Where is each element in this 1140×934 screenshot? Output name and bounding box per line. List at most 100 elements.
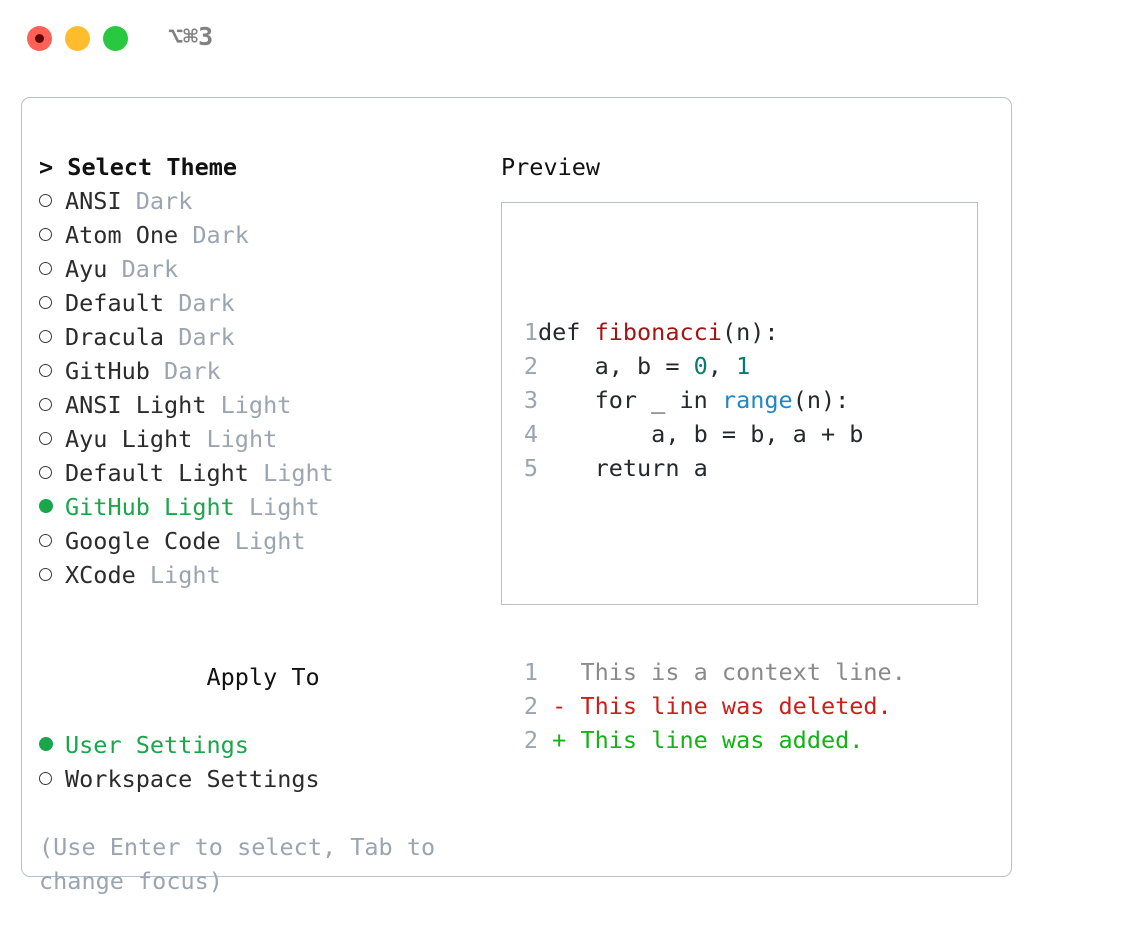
diff-block: 1 This is a context line.2 - This line w… [516, 655, 906, 757]
radio-unselected-icon [39, 762, 65, 796]
theme-option-label: XCode [65, 561, 136, 589]
radio-unselected-icon [39, 252, 65, 286]
code-blank-line [516, 553, 906, 587]
radio-dot [39, 296, 52, 309]
theme-option-variant: Light [206, 425, 278, 453]
theme-option-github[interactable]: GitHub Dark [39, 354, 499, 388]
theme-option-default[interactable]: Default Dark [39, 286, 499, 320]
radio-dot [39, 364, 52, 377]
radio-unselected-icon [39, 184, 65, 218]
radio-dot [39, 398, 52, 411]
theme-option-github-light[interactable]: GitHub Light Light [39, 490, 499, 524]
code-line: 5 return a [516, 451, 906, 485]
theme-option-variant: Dark [135, 187, 193, 215]
code-line: 1def fibonacci(n): [516, 315, 906, 349]
apply-to-option-user-settings[interactable]: User Settings [39, 728, 499, 762]
keyboard-hint: (Use Enter to select, Tab to change focu… [39, 833, 450, 895]
code-token-num: 1 [736, 352, 751, 380]
close-window-icon[interactable] [27, 26, 52, 51]
code-token-plain: a, b = b, a + b [538, 420, 864, 448]
radio-dot [39, 432, 52, 445]
theme-option-google-code[interactable]: Google Code Light [39, 524, 499, 558]
theme-option-label: Default [65, 289, 165, 317]
theme-option-variant: Dark [192, 221, 249, 249]
radio-dot [39, 534, 52, 547]
diff-line-number: 2 [523, 692, 538, 720]
theme-option-variant: Dark [164, 357, 221, 385]
radio-dot [39, 330, 52, 343]
radio-unselected-icon [39, 456, 65, 490]
radio-dot [39, 737, 53, 751]
traffic-light-group [27, 26, 128, 51]
code-token-call: range [721, 386, 793, 414]
theme-option-ansi[interactable]: ANSI Dark [39, 184, 499, 218]
theme-option-label: GitHub Light [65, 493, 235, 521]
window-title: ⌥⌘3 [168, 22, 214, 51]
apply-to-option-workspace-settings[interactable]: Workspace Settings [39, 762, 499, 796]
diff-line: 2 - This line was deleted. [516, 689, 906, 723]
radio-selected-icon [39, 728, 65, 762]
theme-option-label: Default Light [65, 459, 249, 487]
theme-option-xcode[interactable]: XCode Light [39, 558, 499, 592]
apply-to-heading-label: Apply To [206, 663, 320, 691]
code-line-number: 4 [523, 420, 538, 448]
radio-dot [39, 228, 52, 241]
code-line-number: 3 [523, 386, 538, 414]
maximize-window-icon[interactable] [103, 26, 128, 51]
radio-unselected-icon [39, 354, 65, 388]
code-token-plain: a, b = [538, 352, 694, 380]
apply-to-option-label: User Settings [65, 731, 249, 759]
code-token-plain: for _ in [538, 386, 722, 414]
code-token-plain: , [707, 352, 737, 380]
theme-option-variant: Light [263, 459, 334, 487]
theme-option-ansi-light[interactable]: ANSI Light Light [39, 388, 499, 422]
theme-option-dracula[interactable]: Dracula Dark [39, 320, 499, 354]
radio-unselected-icon [39, 218, 65, 252]
theme-option-default-light[interactable]: Default Light Light [39, 456, 499, 490]
theme-option-variant: Dark [178, 289, 235, 317]
theme-option-variant: Light [234, 527, 306, 555]
theme-option-label: Dracula [65, 323, 165, 351]
code-line-number: 2 [523, 352, 538, 380]
radio-dot [39, 262, 52, 275]
radio-dot [39, 194, 52, 207]
code-line-number: 1 [523, 318, 538, 346]
code-line: 4 a, b = b, a + b [516, 417, 906, 451]
code-token-plain: def [538, 318, 595, 346]
theme-option-ayu[interactable]: Ayu Dark [39, 252, 499, 286]
code-token-func: fibonacci [594, 318, 722, 346]
radio-dot [39, 568, 52, 581]
theme-option-label: Ayu [65, 255, 108, 283]
diff-line: 1 This is a context line. [516, 655, 906, 689]
list-spacer [39, 592, 499, 626]
code-token-plain: (n): [721, 318, 779, 346]
minimize-window-icon[interactable] [65, 26, 90, 51]
theme-option-atom-one[interactable]: Atom One Dark [39, 218, 499, 252]
theme-option-label: ANSI [65, 187, 122, 215]
radio-unselected-icon [39, 320, 65, 354]
code-line: 2 a, b = 0, 1 [516, 349, 906, 383]
apply-to-option-label: Workspace Settings [65, 765, 320, 793]
theme-option-label: GitHub [65, 357, 150, 385]
code-token-num: 0 [693, 352, 708, 380]
theme-option-ayu-light[interactable]: Ayu Light Light [39, 422, 499, 456]
select-theme-heading: > Select Theme [39, 153, 238, 181]
theme-option-label: Ayu Light [65, 425, 193, 453]
theme-option-label: Atom One [65, 221, 179, 249]
radio-dot [39, 466, 52, 479]
theme-option-label: Google Code [65, 527, 221, 555]
diff-line-number: 2 [523, 726, 538, 754]
diff-line-number: 1 [523, 658, 538, 686]
theme-option-label: ANSI Light [65, 391, 207, 419]
diff-line: 2 + This line was added. [516, 723, 906, 757]
radio-unselected-icon [39, 286, 65, 320]
theme-option-variant: Dark [121, 255, 179, 283]
